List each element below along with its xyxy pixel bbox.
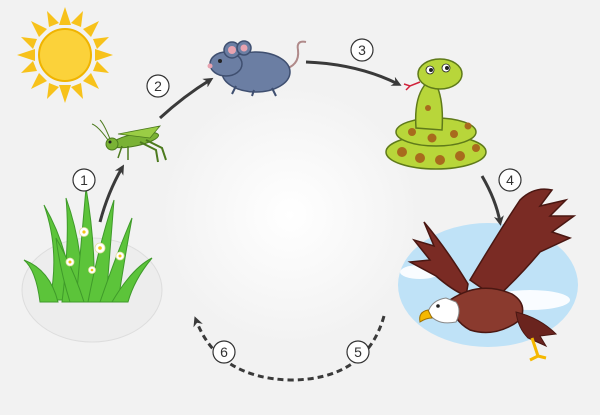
step-number: 4 <box>506 172 514 188</box>
step-label-3: 3 <box>350 38 374 62</box>
eagle-icon <box>398 188 578 362</box>
arrow-step-5-6 <box>193 315 386 382</box>
arrow-step-2 <box>158 77 214 120</box>
step-label-5: 5 <box>346 340 370 364</box>
step-label-6: 6 <box>212 340 236 364</box>
step-number: 3 <box>358 42 366 58</box>
step-number: 1 <box>80 172 88 188</box>
step-number: 6 <box>220 344 228 360</box>
mouse-icon <box>207 40 307 97</box>
step-number: 2 <box>154 78 162 94</box>
grass-icon <box>21 187 163 343</box>
snake-icon <box>385 58 487 170</box>
sun-icon <box>17 7 113 103</box>
step-label-2: 2 <box>146 74 170 98</box>
arrow-step-4 <box>480 175 504 226</box>
center-glow <box>160 85 420 345</box>
step-number: 5 <box>354 344 362 360</box>
step-label-1: 1 <box>72 168 96 192</box>
grasshopper-icon <box>91 119 167 163</box>
step-label-4: 4 <box>498 168 522 192</box>
arrow-step-1 <box>98 164 125 223</box>
arrow-step-3 <box>305 60 402 86</box>
